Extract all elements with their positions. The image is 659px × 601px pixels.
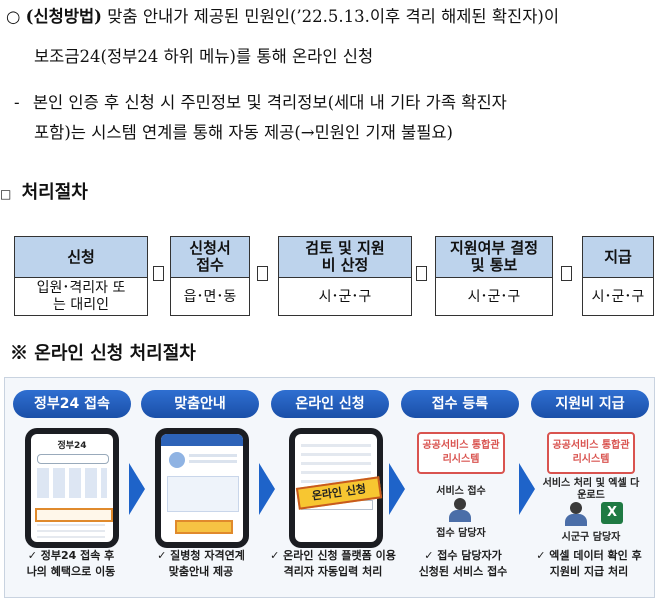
online-step-access: 정부24 접속 bbox=[13, 390, 131, 418]
avatar bbox=[169, 452, 185, 468]
process-step-decision: 지원여부 결정 및 통보 시･군･구 bbox=[435, 236, 553, 316]
caption-access: ✓ 정부24 접속 후 나의 혜택으로 이동 bbox=[9, 548, 133, 580]
list-lines bbox=[37, 524, 105, 538]
excel-icon: X bbox=[601, 502, 623, 524]
process-step-head: 지원여부 결정 및 통보 bbox=[436, 237, 552, 278]
benefit-menu-highlight bbox=[35, 508, 113, 522]
caption-line-2: 지원비 지급 처리 bbox=[549, 565, 629, 578]
detail-line-2: 포함)는 시스템 연계를 통해 자동 제공(→민원인 기재 불필요) bbox=[34, 123, 453, 142]
method-heading: (신청방법) bbox=[25, 7, 102, 26]
procedure-heading: □ 처리절차 bbox=[0, 180, 88, 207]
apply-button-highlight bbox=[175, 520, 233, 534]
flow-separator bbox=[416, 266, 427, 281]
caption-line-2: 신청된 서비스 접수 bbox=[418, 565, 508, 578]
process-step-payment: 지급 시･군･구 bbox=[582, 236, 654, 316]
info-card bbox=[167, 476, 239, 512]
online-procedure-panel: 정부24 접속 맞춤안내 온라인 신청 접수 등록 지원비 지급 정부24 bbox=[4, 377, 655, 598]
phone-screen bbox=[161, 434, 243, 542]
process-step-head: 신청 bbox=[15, 237, 147, 278]
process-step-body: 시･군･구 bbox=[467, 288, 521, 305]
process-step-review: 검토 및 지원비 산정 시･군･구 bbox=[278, 236, 412, 316]
service-process-label: 서비스 처리 및 엑셀 다운로드 bbox=[542, 478, 640, 501]
caption-line-1: ✓ 엑셀 데이터 확인 후 bbox=[536, 549, 642, 562]
phone-gov24-home: 정부24 bbox=[25, 428, 119, 548]
method-line-2: 보조금24(정부24 하위 메뉴)를 통해 온라인 신청 bbox=[34, 47, 374, 66]
online-step-apply: 온라인 신청 bbox=[271, 390, 389, 418]
header-bar bbox=[161, 434, 243, 446]
public-service-system-box: 공공서비스 통합관리시스템 bbox=[417, 432, 505, 474]
chevron-right-icon bbox=[389, 463, 405, 515]
caption-line-1: ✓ 정부24 접속 후 bbox=[27, 549, 115, 562]
method-line1-text: 맞춤 안내가 제공된 민원인(’22.5.13.이후 격리 해제된 확진자)이 bbox=[102, 7, 560, 26]
process-step-apply: 신청 입원･격리자 또는 대리인 bbox=[14, 236, 148, 316]
phone-screen: 정부24 bbox=[31, 434, 113, 542]
caption-guide: ✓ 질병청 자격연계 맞춤안내 제공 bbox=[139, 548, 263, 580]
online-step-guide: 맞춤안내 bbox=[141, 390, 259, 418]
receipt-staff-label: 접수 담당자 bbox=[436, 528, 486, 539]
dash-marker: - bbox=[14, 93, 20, 112]
process-step-head: 신청서 접수 bbox=[171, 237, 249, 278]
procedure-title: 처리절차 bbox=[21, 182, 88, 203]
search-bar bbox=[37, 454, 109, 464]
caption-apply: ✓ 온라인 신청 플랫폼 이용 격리자 자동입력 처리 bbox=[263, 548, 403, 580]
caption-register: ✓ 접수 담당자가 신청된 서비스 접수 bbox=[401, 548, 525, 580]
online-procedure-title: ※ 온라인 신청 처리절차 bbox=[10, 343, 196, 364]
county-staff-label: 시군구 담당자 bbox=[561, 532, 621, 543]
service-receipt-label: 서비스 접수 bbox=[436, 486, 486, 497]
phone-custom-guide bbox=[155, 428, 249, 548]
process-step-body: 시･군･구 bbox=[591, 288, 645, 305]
flow-separator bbox=[561, 266, 572, 281]
flow-separator bbox=[153, 266, 164, 281]
process-step-body: 읍･면･동 bbox=[183, 288, 237, 305]
caption-line-1: ✓ 접수 담당자가 bbox=[424, 549, 502, 562]
app-name: 정부24 bbox=[57, 441, 87, 451]
chevron-right-icon bbox=[259, 463, 275, 515]
caption-line-2: 격리자 자동입력 처리 bbox=[283, 565, 383, 578]
flow-separator bbox=[257, 266, 268, 281]
chevron-right-icon bbox=[519, 463, 535, 515]
process-step-body: 시･군･구 bbox=[318, 288, 372, 305]
profile-lines bbox=[189, 454, 237, 466]
detail-line1-text: 본인 인증 후 신청 시 주민정보 및 격리정보(세대 내 기타 가족 확진자 bbox=[32, 93, 507, 112]
square-marker: □ bbox=[0, 187, 12, 201]
staff-person-icon bbox=[445, 498, 475, 522]
staff-person-icon bbox=[561, 502, 591, 526]
caption-line-2: 나의 혜택으로 이동 bbox=[26, 565, 116, 578]
bullet-circle: ○ bbox=[6, 7, 21, 26]
caption-payment: ✓ 엑셀 데이터 확인 후 지원비 지급 처리 bbox=[527, 548, 651, 580]
process-step-head: 검토 및 지원비 산정 bbox=[279, 237, 411, 278]
caption-line-1: ✓ 질병청 자격연계 bbox=[157, 549, 245, 562]
online-step-payment: 지원비 지급 bbox=[531, 390, 649, 418]
caption-line-2: 맞춤안내 제공 bbox=[168, 565, 234, 578]
method-line-1: ○ (신청방법) 맞춤 안내가 제공된 민원인(’22.5.13.이후 격리 해… bbox=[6, 4, 559, 30]
detail-line-1: - 본인 인증 후 신청 시 주민정보 및 격리정보(세대 내 기타 가족 확진… bbox=[14, 90, 507, 116]
online-step-register: 접수 등록 bbox=[401, 390, 519, 418]
process-step-head: 지급 bbox=[583, 237, 653, 278]
caption-line-1: ✓ 온라인 신청 플랫폼 이용 bbox=[270, 549, 396, 562]
menu-grid bbox=[37, 468, 107, 498]
public-service-system-box: 공공서비스 통합관리시스템 bbox=[547, 432, 635, 474]
process-step-body: 입원･격리자 또는 대리인 bbox=[36, 280, 126, 313]
process-step-receipt: 신청서 접수 읍･면･동 bbox=[170, 236, 250, 316]
chevron-right-icon bbox=[129, 463, 145, 515]
